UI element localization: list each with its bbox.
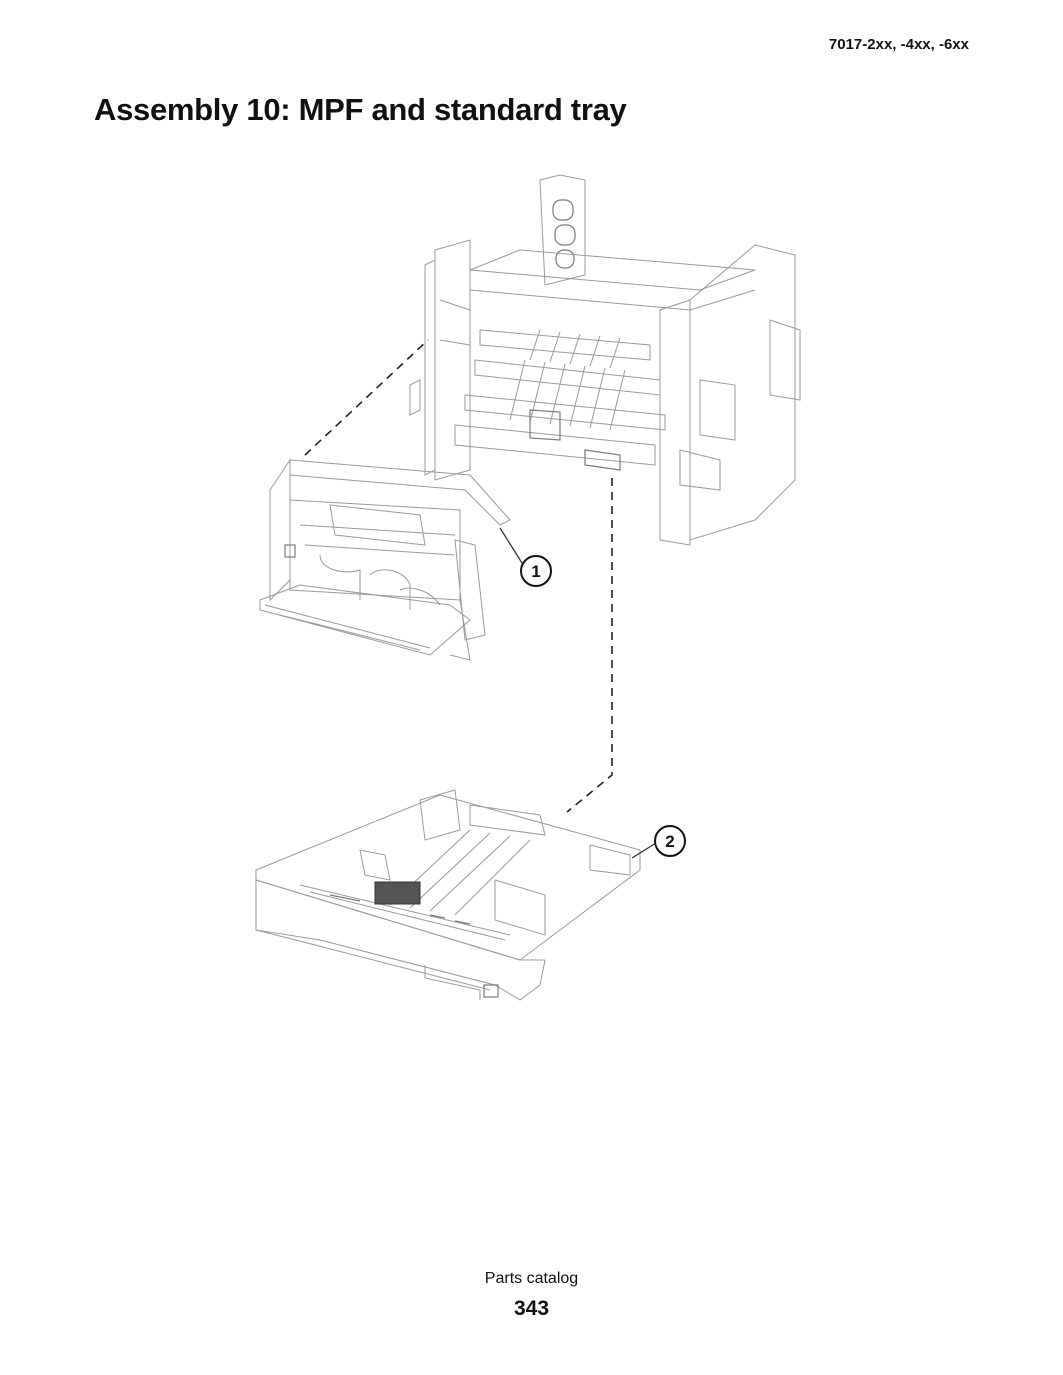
standard-tray-drawing (255, 789, 641, 1001)
section-label: Parts catalog (484, 1270, 579, 1287)
alignment-line-mpf (304, 339, 429, 456)
callout-leader-1 (499, 527, 523, 564)
mpf-assembly-drawing (259, 458, 511, 661)
printer-frame-drawing (409, 174, 801, 546)
callout-number-2: 2 (665, 832, 674, 851)
page-title: Assembly 10: MPF and standard tray (94, 92, 627, 127)
callout-leader-2 (631, 842, 657, 859)
page-number: 343 (513, 1297, 550, 1320)
callout-number-1: 1 (531, 562, 540, 581)
model-number: 7017-2xx, -4xx, -6xx (828, 36, 969, 53)
callout-2: 2 (654, 825, 686, 857)
alignment-line-tray (566, 478, 613, 813)
callout-1: 1 (520, 555, 552, 587)
